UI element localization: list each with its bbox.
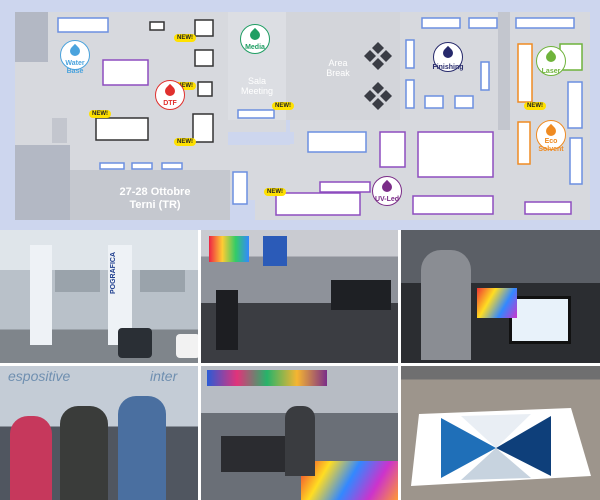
printed-media — [301, 461, 398, 500]
car — [176, 334, 198, 358]
water-base-label: Water Base — [65, 60, 85, 75]
eco-solvent-label: Eco Solvent — [538, 138, 564, 153]
drop-icon — [67, 43, 83, 59]
new-badge: NEW! — [174, 82, 196, 90]
area-break-label: Area Break — [326, 58, 350, 78]
uv-led-pin[interactable] — [372, 176, 402, 206]
window — [140, 270, 185, 292]
laser-pin[interactable] — [536, 46, 566, 76]
drop-icon — [440, 45, 456, 61]
drop-icon — [162, 83, 178, 99]
event-dates: 27-28 Ottobre Terni (TR) — [119, 186, 191, 211]
dtf-label: DTF — [163, 100, 177, 107]
sala-meeting-label: Sala Meeting — [240, 76, 274, 96]
banner — [209, 236, 249, 262]
drop-icon — [247, 27, 263, 43]
new-badge: NEW! — [174, 138, 196, 146]
photo-aerial-logo[interactable] — [401, 366, 600, 500]
wall-block — [52, 118, 67, 143]
banner — [263, 236, 287, 266]
printer-machine — [216, 290, 238, 350]
car — [118, 328, 152, 358]
floor-plan: Sala Meeting Area Break 27-28 Ottobre Te… — [0, 0, 600, 230]
print-sample — [477, 288, 517, 318]
new-badge: NEW! — [272, 102, 294, 110]
dtf-pin[interactable] — [155, 80, 185, 110]
laser-label: Laser — [541, 68, 561, 75]
photo-printing-demo[interactable] — [201, 366, 398, 500]
person — [60, 406, 108, 500]
banner-strip — [207, 370, 327, 386]
window — [55, 270, 100, 292]
new-badge: NEW! — [264, 188, 286, 196]
sign-pole — [30, 245, 52, 345]
person — [10, 416, 52, 500]
photo-building[interactable]: POGRAFICA — [0, 230, 198, 363]
eco-solvent-pin[interactable] — [536, 120, 566, 150]
person — [118, 396, 166, 500]
monitor — [509, 296, 571, 344]
uv-led-label: UV-Led — [374, 196, 400, 203]
person — [285, 406, 315, 476]
wall-block — [70, 170, 230, 220]
new-badge: NEW! — [524, 102, 546, 110]
drop-icon — [379, 179, 395, 195]
building-sign: POGRAFICA — [110, 252, 117, 294]
wall-block — [498, 12, 510, 130]
photo-hall-crowd[interactable] — [201, 230, 398, 363]
photo-visitors[interactable]: espositive inter — [0, 366, 198, 500]
banner-text-left: espositive — [8, 368, 71, 384]
finishing-pin[interactable] — [433, 42, 463, 72]
new-badge: NEW! — [174, 34, 196, 42]
water-base-pin[interactable] — [60, 40, 90, 70]
photo-grid: POGRAFICA espositive inter — [0, 230, 600, 500]
media-label: Media — [245, 44, 265, 51]
photo-computer-operator[interactable] — [401, 230, 600, 363]
media-pin[interactable] — [240, 24, 270, 54]
logo-print — [411, 408, 591, 486]
drop-icon — [543, 123, 559, 139]
drop-icon — [543, 49, 559, 65]
new-badge: NEW! — [89, 110, 111, 118]
wall-block — [15, 145, 70, 220]
finishing-label: Finishing — [432, 64, 464, 71]
banner-text-right: inter — [150, 368, 178, 384]
printer — [331, 280, 391, 310]
corridor — [228, 132, 294, 144]
person — [421, 250, 471, 360]
wall-block — [15, 12, 48, 62]
